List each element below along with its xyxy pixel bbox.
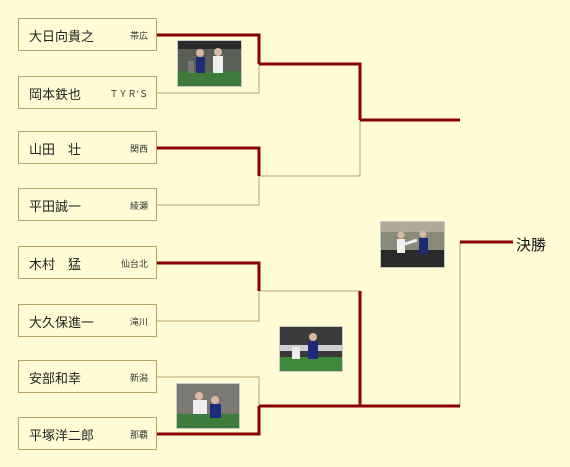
- bracket-line-winner: [157, 261, 261, 291]
- player-name: 平塚洋二郎: [29, 429, 95, 444]
- player-club: 那覇: [129, 431, 148, 441]
- player-club: ＴＹＲ'Ｓ: [109, 90, 148, 100]
- bracket-line-loser: [259, 120, 361, 177]
- player-club: 滝川: [129, 318, 148, 328]
- player-box: 岡本鉄也 ＴＹＲ'Ｓ: [18, 76, 157, 109]
- bracket-line-winner: [259, 62, 362, 120]
- bracket-line-loser: [157, 176, 260, 206]
- bracket-line-winner: [157, 33, 261, 64]
- match-photo[interactable]: [177, 40, 242, 87]
- bracket-line-loser: [157, 291, 260, 322]
- player-name: 大日向貴之: [29, 30, 95, 45]
- player-club: 綾瀬: [129, 202, 148, 212]
- player-box: 山田 壮 関西: [18, 131, 157, 164]
- bracket-line-loser: [157, 376, 260, 406]
- player-box: 大久保進一 滝川: [18, 304, 157, 337]
- player-name: 安部和幸: [29, 372, 82, 387]
- player-club: 仙台北: [120, 260, 148, 270]
- player-name: 岡本鉄也: [29, 88, 82, 103]
- final-label: 決勝: [516, 236, 547, 254]
- player-name: 木村 猛: [29, 258, 82, 273]
- bracket-line-winner: [157, 146, 261, 176]
- player-name: 山田 壮: [29, 143, 82, 158]
- player-box: 木村 猛 仙台北: [18, 246, 157, 279]
- player-club: 帯広: [129, 32, 148, 42]
- player-box: 平田誠一 綾瀬: [18, 188, 157, 221]
- player-name: 大久保進一: [29, 316, 95, 331]
- player-box: 大日向貴之 帯広: [18, 18, 157, 51]
- player-box: 安部和幸 新潟: [18, 360, 157, 393]
- match-photo[interactable]: [279, 326, 343, 372]
- bracket-line-winner: [157, 406, 261, 436]
- player-club: 新潟: [129, 374, 148, 384]
- player-box: 平塚洋二郎 那覇: [18, 417, 157, 450]
- player-name: 平田誠一: [29, 200, 82, 215]
- match-photo[interactable]: [380, 221, 445, 268]
- match-photo[interactable]: [176, 383, 240, 429]
- bracket-line-loser: [157, 64, 260, 94]
- player-club: 関西: [129, 145, 148, 155]
